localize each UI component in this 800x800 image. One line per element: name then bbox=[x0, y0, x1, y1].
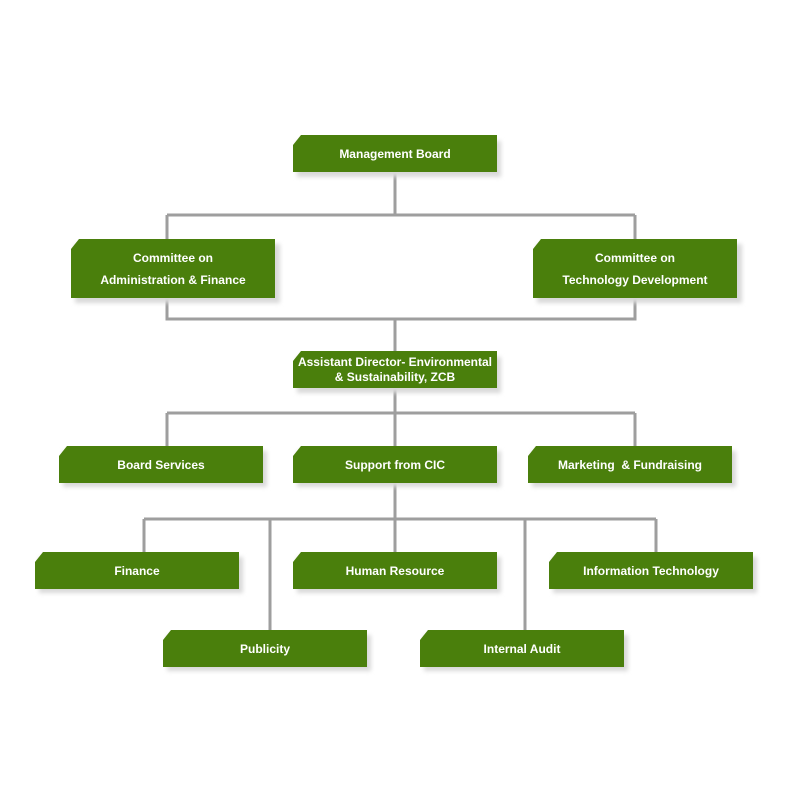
node-label: Board Services bbox=[117, 457, 205, 472]
node-marketing-fundraising: Marketing & Fundraising bbox=[528, 446, 732, 483]
node-label: Human Resource bbox=[345, 563, 445, 578]
node-label-line-2: Administration & Finance bbox=[100, 272, 246, 287]
node-committee-technology-development: Committee on Technology Development bbox=[533, 239, 737, 298]
node-label-line-2: Technology Development bbox=[562, 272, 708, 287]
node-label: Information Technology bbox=[583, 563, 719, 578]
node-label: Publicity bbox=[239, 641, 290, 656]
node-label-line-2: & Sustainability, ZCB bbox=[334, 369, 456, 384]
node-assistant-director: Assistant Director- Environmental & Sust… bbox=[293, 351, 497, 388]
node-board-services: Board Services bbox=[59, 446, 263, 483]
node-label-line-1: Committee on bbox=[594, 250, 675, 265]
connector-director-to-departments bbox=[165, 388, 637, 447]
node-publicity: Publicity bbox=[163, 630, 367, 667]
node-label: Support from CIC bbox=[345, 457, 445, 472]
connector-board-to-committees bbox=[165, 172, 637, 240]
node-committee-administration-finance: Committee on Administration & Finance bbox=[71, 239, 275, 298]
node-label-line-1: Assistant Director- Environmental bbox=[297, 354, 493, 369]
node-internal-audit: Internal Audit bbox=[420, 630, 624, 667]
node-support-from-cic: Support from CIC bbox=[293, 446, 497, 483]
node-finance: Finance bbox=[35, 552, 239, 589]
connector-cic-to-units bbox=[142, 483, 658, 631]
node-label: Management Board bbox=[339, 146, 451, 161]
connector-committees-to-director bbox=[165, 298, 637, 352]
node-label: Internal Audit bbox=[483, 641, 561, 656]
node-human-resource: Human Resource bbox=[293, 552, 497, 589]
node-label-line-1: Committee on bbox=[132, 250, 213, 265]
node-management-board: Management Board bbox=[293, 135, 497, 172]
node-label: Finance bbox=[114, 563, 160, 578]
node-label: Marketing & Fundraising bbox=[557, 457, 702, 472]
node-information-technology: Information Technology bbox=[549, 552, 753, 589]
